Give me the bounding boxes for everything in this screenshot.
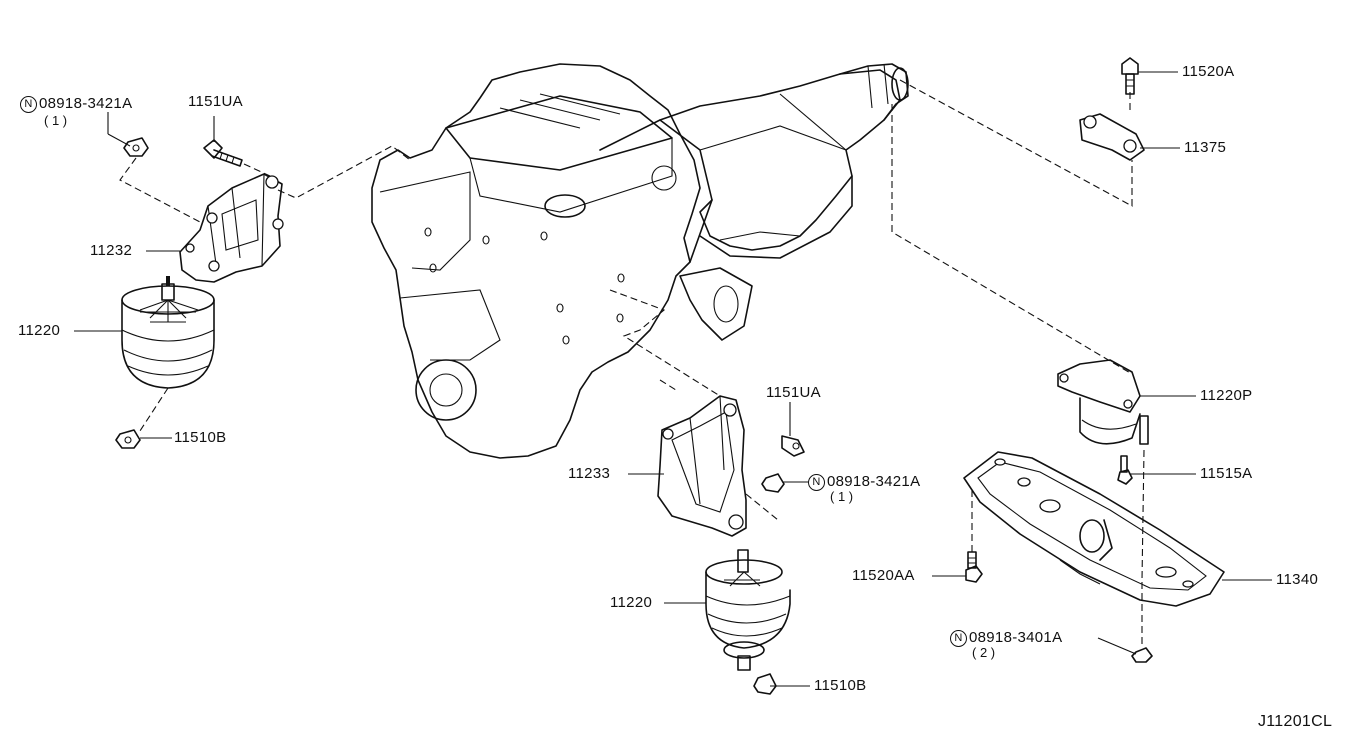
assembly-dashed-lines — [119, 79, 1145, 648]
n-circle-icon: N — [20, 96, 37, 113]
callout-11233: 11233 — [568, 465, 611, 482]
callout-1151ua-left: 1151UA — [188, 93, 243, 110]
diagram-code: J11201CL — [1258, 713, 1333, 730]
n-circle-icon: N — [808, 474, 825, 491]
callout-leader-lines — [74, 71, 1272, 687]
left-fasteners — [115, 137, 243, 449]
rear-transmission-mount — [1057, 359, 1149, 445]
engine-mount-bracket-left — [179, 173, 284, 283]
part-number: 08918-3401A — [969, 629, 1063, 646]
part-number: 08918-3421A — [827, 473, 921, 490]
transmission-crossmember — [963, 451, 1225, 607]
callout-quantity: ( 1 ) — [44, 113, 68, 128]
callout-11340: 11340 — [1276, 571, 1319, 588]
engine-mount-insulator-right — [705, 549, 791, 671]
rear-mount-parts-top — [1079, 57, 1145, 161]
callout-11510b-left: 11510B — [174, 429, 227, 446]
center-fasteners — [753, 435, 805, 695]
callout-11220-left: 11220 — [18, 322, 61, 339]
engine-mount-bracket-right — [657, 395, 747, 537]
callout-11220-center: 11220 — [610, 594, 653, 611]
callout-quantity: ( 2 ) — [972, 645, 996, 660]
callout-11220p: 11220P — [1200, 387, 1253, 404]
callout-11520a: 11520A — [1182, 63, 1235, 80]
callout-11520aa: 11520AA — [852, 567, 915, 584]
callout-11375: 11375 — [1184, 139, 1227, 156]
callout-11510b-center: 11510B — [814, 677, 867, 694]
part-number: 08918-3421A — [39, 95, 133, 112]
callout-11515a: 11515A — [1200, 465, 1253, 482]
callout-11232: 11232 — [90, 242, 133, 259]
callout-quantity: ( 1 ) — [830, 489, 854, 504]
engine-mount-insulator-left — [121, 276, 215, 389]
engine-transmission-assembly — [371, 63, 909, 459]
n-circle-icon: N — [950, 630, 967, 647]
callout-1151ua-center: 1151UA — [766, 384, 821, 401]
